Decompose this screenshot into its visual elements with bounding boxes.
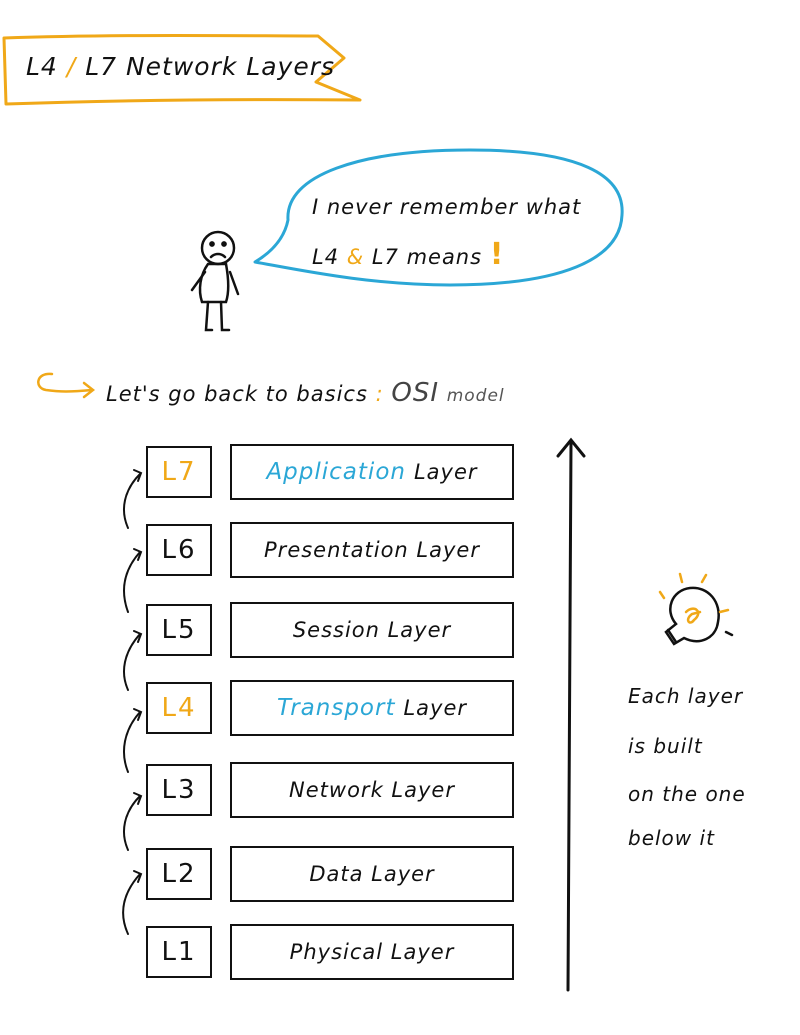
speech-bubble — [253, 148, 624, 287]
layer-name-l4: Transport Layer — [230, 680, 514, 736]
note-line-1: Each layer — [628, 684, 744, 708]
layer-id-l6: L6 — [146, 524, 212, 576]
layer-name-highlight: Application — [266, 459, 406, 485]
layer-name-text: Network Layer — [289, 778, 455, 802]
layer-id-l4: L4 — [146, 682, 212, 734]
layer-name-text: Session Layer — [292, 618, 452, 642]
page-title: L4 / L7 Network Layers — [26, 52, 335, 81]
title-banner — [2, 34, 362, 106]
bubble-line-1: I never remember what — [312, 195, 582, 219]
bubble-amp: & — [346, 245, 365, 269]
up-arrow-icon — [556, 437, 586, 992]
layer-connectors — [122, 469, 143, 935]
layer-name-l3: Network Layer — [230, 762, 514, 818]
layer-name-highlight: Transport — [276, 695, 396, 721]
note-line-3: on the one — [628, 782, 746, 806]
bubble-line-2: L4 & L7 means ! — [312, 231, 602, 281]
note-line-4: below it — [628, 826, 715, 850]
layer-name-text: Physical Layer — [289, 940, 455, 964]
layer-name-text: Layer — [413, 460, 478, 484]
bubble-l4: L4 — [312, 245, 340, 269]
basics-text: Let's go back to basics — [106, 382, 368, 406]
exclamation-mark: ! — [489, 237, 505, 272]
title-right: L7 Network Layers — [85, 52, 336, 81]
layer-id-l1: L1 — [146, 926, 212, 978]
layer-name-text: Data Layer — [309, 862, 435, 886]
layer-name-l2: Data Layer — [230, 846, 514, 902]
layer-id-l7: L7 — [146, 446, 212, 498]
speech-bubble-text: I never remember what L4 & L7 means ! — [312, 183, 602, 281]
layer-name-l6: Presentation Layer — [230, 522, 514, 578]
model-label: model — [446, 386, 505, 406]
bubble-l7-means: L7 means — [371, 245, 483, 269]
layer-name-text: Presentation Layer — [264, 538, 480, 562]
note-line-2: is built — [628, 734, 703, 758]
layer-name-l7: Application Layer — [230, 444, 514, 500]
layer-id-l3: L3 — [146, 764, 212, 816]
basics-line: Let's go back to basics : OSI model — [106, 378, 505, 408]
title-left: L4 — [26, 52, 58, 81]
layer-id-l5: L5 — [146, 604, 212, 656]
curved-arrow-icon — [37, 372, 96, 399]
layer-name-l5: Session Layer — [230, 602, 514, 658]
title-slash: / — [66, 52, 77, 81]
layer-name-l1: Physical Layer — [230, 924, 514, 980]
stick-figure-icon — [190, 230, 240, 332]
basics-colon: : — [375, 382, 384, 406]
osi-label: OSI — [391, 378, 439, 408]
layer-name-text: Layer — [403, 696, 468, 720]
lightbulb-icon — [658, 572, 734, 646]
layer-id-l2: L2 — [146, 848, 212, 900]
